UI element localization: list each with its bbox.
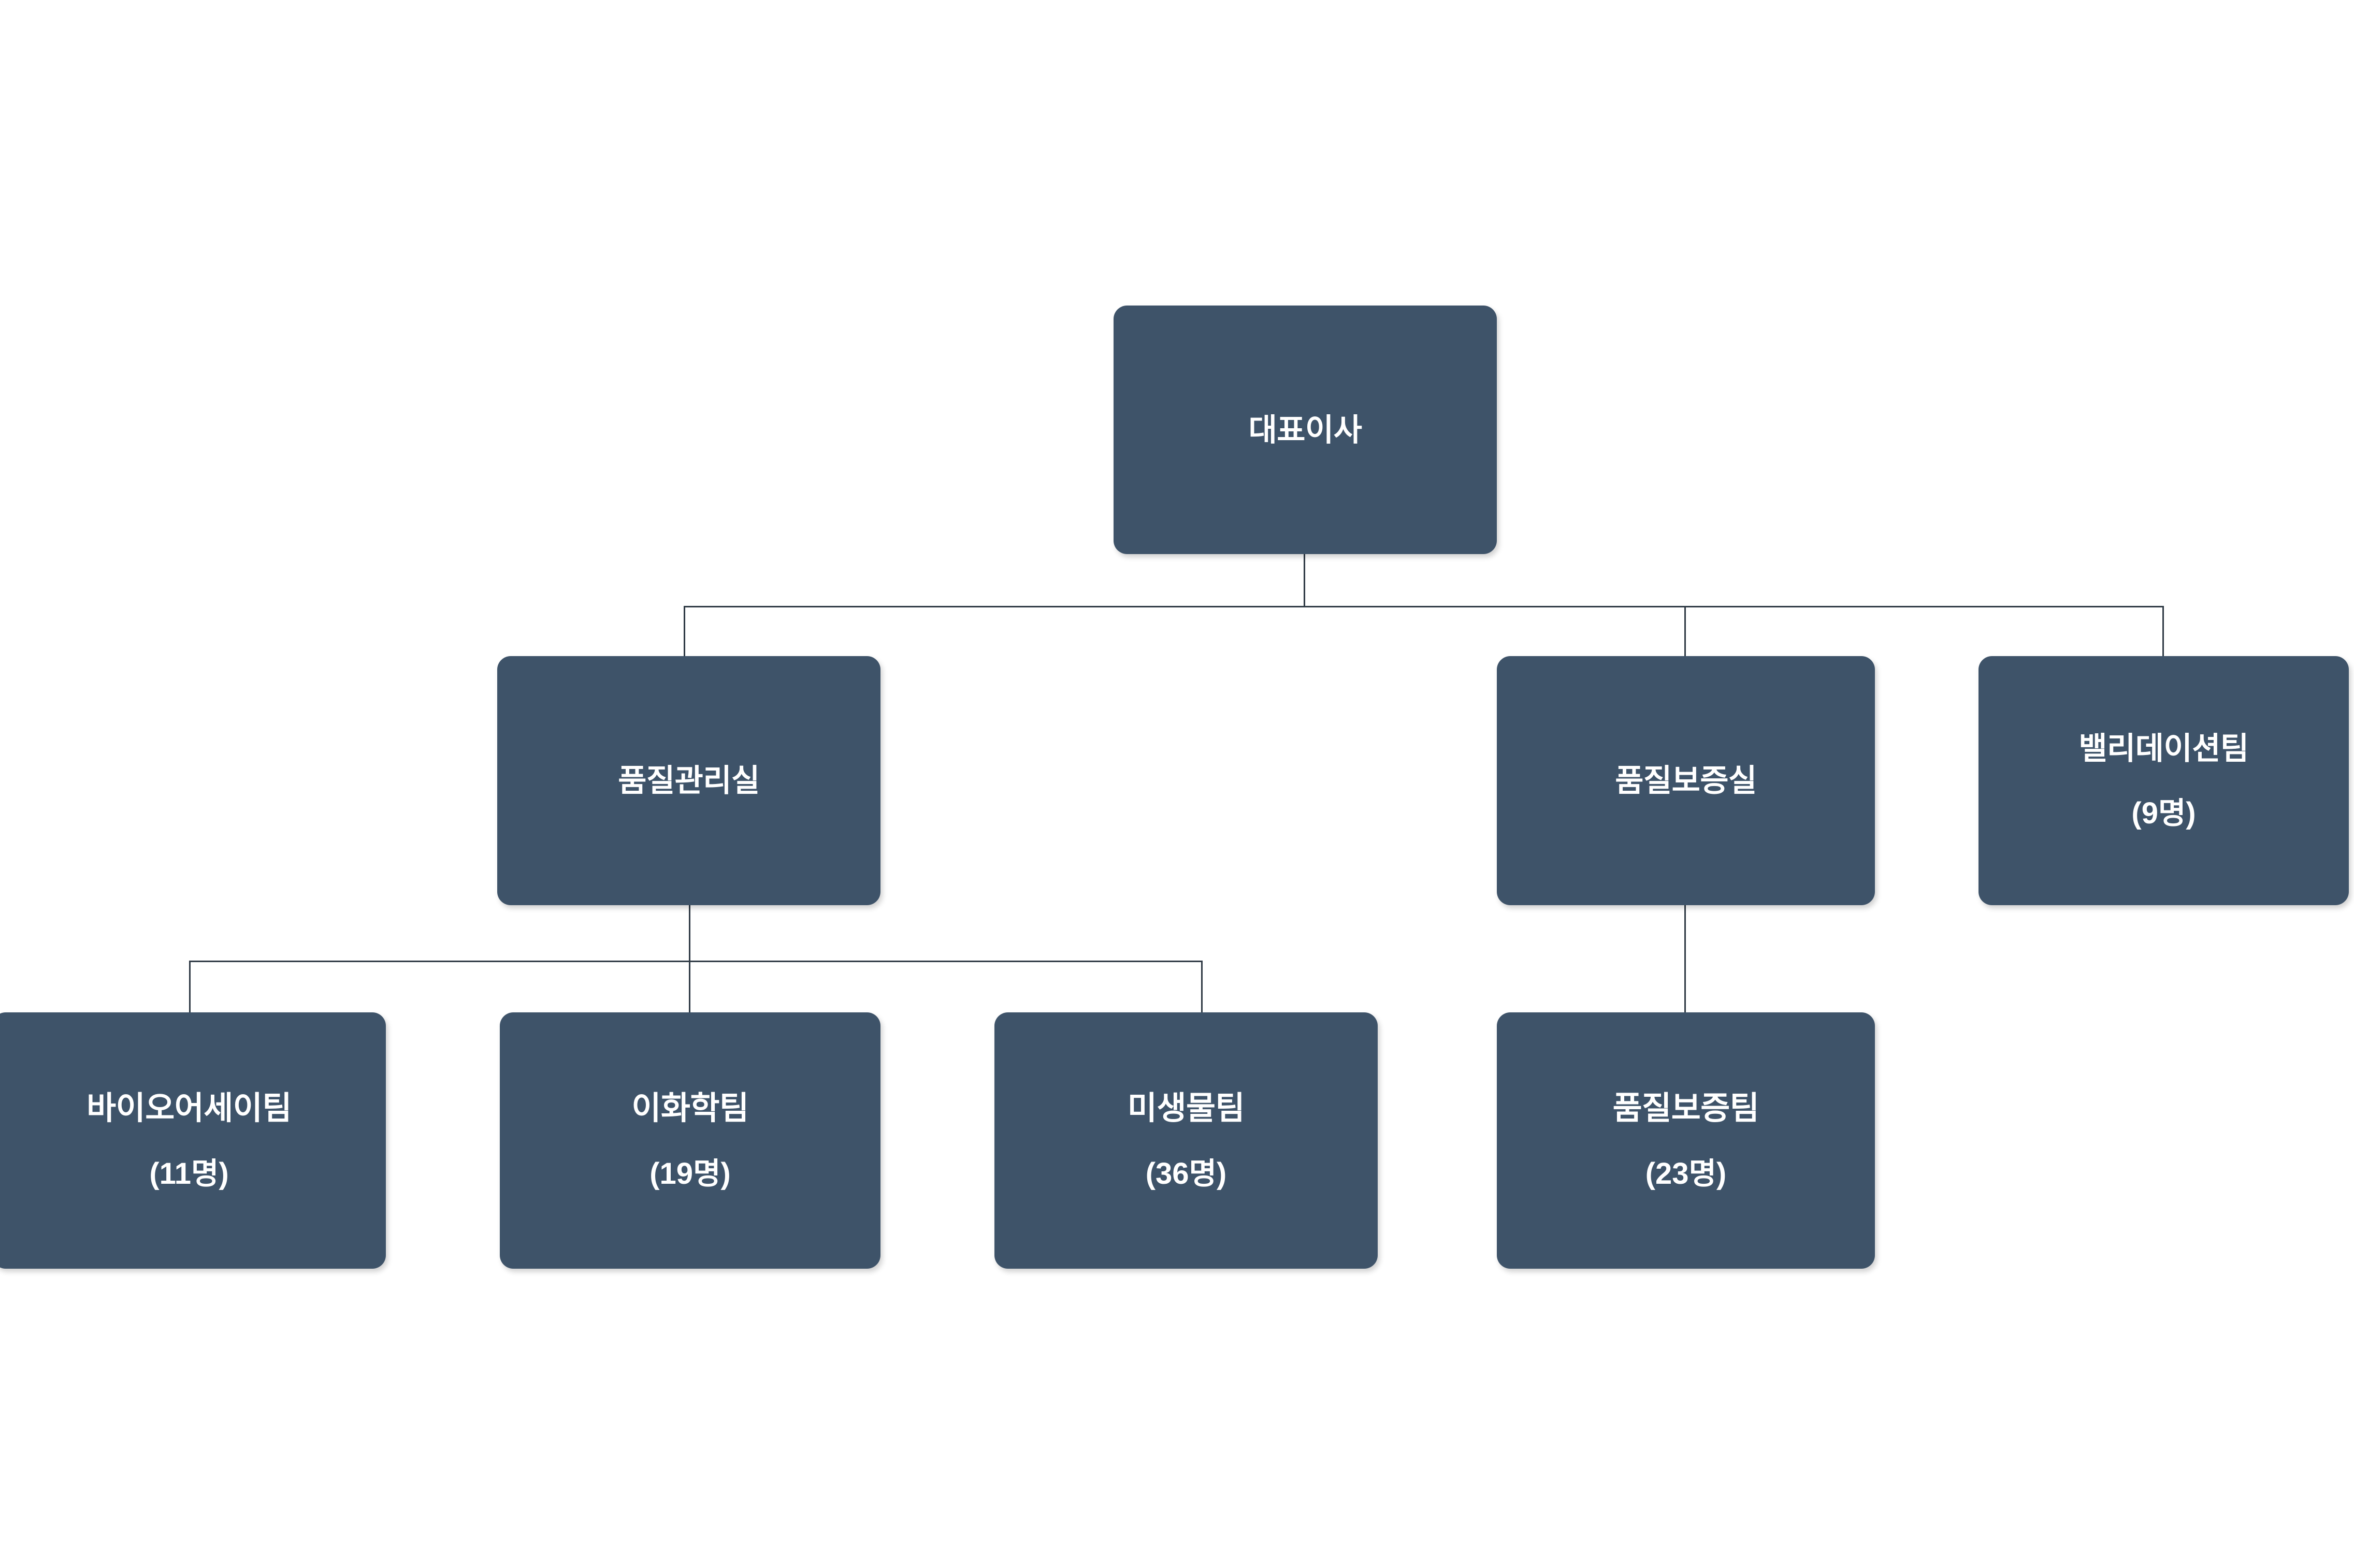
connector-drop-qc-office: [684, 606, 685, 657]
node-validation-team[interactable]: 밸리데이션팀 (9명): [1978, 656, 2349, 905]
connector-drop-physchem-team: [689, 961, 690, 1012]
connector-drop-bioassay-team: [189, 961, 191, 1012]
connector-level2-bus: [189, 961, 1203, 962]
connector-drop-validation-team: [2162, 606, 2164, 657]
node-qa-team-count: (23명): [1645, 1156, 1727, 1190]
node-physchem-team-title: 이화학팀: [631, 1090, 749, 1126]
node-validation-team-count: (9명): [2131, 796, 2196, 830]
connector-drop-micro-team: [1201, 961, 1203, 1012]
node-ceo[interactable]: 대표이사: [1114, 306, 1497, 554]
node-qa-team[interactable]: 품질보증팀 (23명): [1497, 1012, 1875, 1269]
node-micro-team-count: (36명): [1145, 1156, 1227, 1190]
node-qa-office-title: 품질보증실: [1615, 763, 1757, 798]
node-bioassay-team-title: 바이오어세이팀: [86, 1090, 292, 1126]
node-qc-office-title: 품질관리실: [618, 763, 760, 798]
node-qa-office[interactable]: 품질보증실: [1497, 656, 1875, 905]
node-physchem-team-count: (19명): [649, 1156, 731, 1190]
node-validation-team-title: 밸리데이션팀: [2078, 731, 2249, 766]
connector-qa-office-to-qa-team: [1684, 905, 1686, 1012]
node-micro-team-title: 미생물팀: [1127, 1090, 1245, 1126]
node-physchem-team[interactable]: 이화학팀 (19명): [500, 1012, 880, 1269]
connector-level1-bus: [684, 606, 2163, 607]
node-bioassay-team-count: (11명): [149, 1156, 229, 1190]
connector-qc-office-drop: [689, 905, 690, 962]
node-ceo-title: 대표이사: [1248, 412, 1362, 447]
node-micro-team[interactable]: 미생물팀 (36명): [994, 1012, 1378, 1269]
node-bioassay-team[interactable]: 바이오어세이팀 (11명): [0, 1012, 386, 1269]
connector-ceo-drop: [1304, 554, 1305, 607]
node-qa-team-title: 품질보증팀: [1612, 1090, 1759, 1126]
connector-drop-qa-office: [1684, 606, 1686, 657]
node-qc-office[interactable]: 품질관리실: [497, 656, 880, 905]
